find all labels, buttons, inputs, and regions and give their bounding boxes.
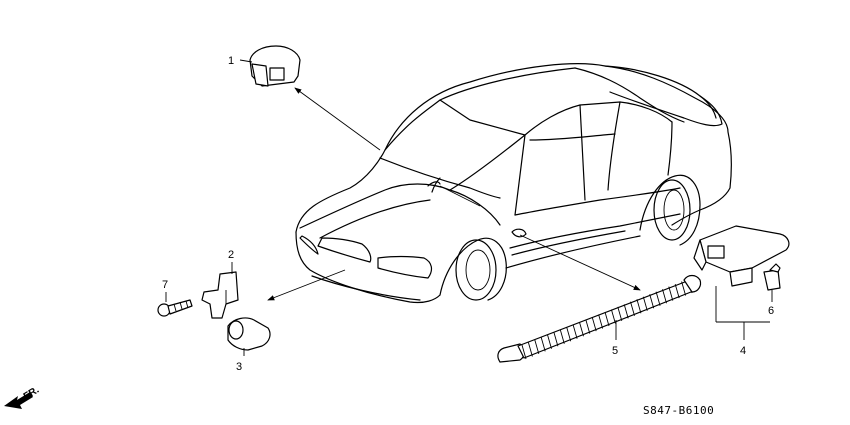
callout-5: 5 — [612, 345, 618, 357]
part-bolt — [157, 292, 193, 317]
callout-labels: 1 2 3 4 5 6 7 — [162, 55, 774, 373]
front-arrow-icon — [4, 392, 33, 409]
car-illustration — [295, 63, 732, 304]
callout-4: 4 — [740, 345, 746, 357]
callout-2: 2 — [228, 249, 234, 261]
leader-lines — [267, 87, 641, 301]
callout-6: 6 — [768, 305, 774, 317]
part-sensor-cover — [239, 45, 301, 87]
part-ambient-sensor — [227, 317, 271, 356]
callout-1: 1 — [228, 55, 234, 67]
part-aspirator-hose — [497, 274, 702, 363]
front-direction-marker: FR. — [4, 385, 41, 409]
callout-3: 3 — [236, 361, 242, 373]
part-bracket — [201, 262, 239, 319]
part-clip — [763, 263, 781, 302]
part-aspirator — [693, 225, 790, 340]
diagram-code: S847-B6100 — [643, 404, 714, 417]
callout-7: 7 — [162, 279, 168, 291]
